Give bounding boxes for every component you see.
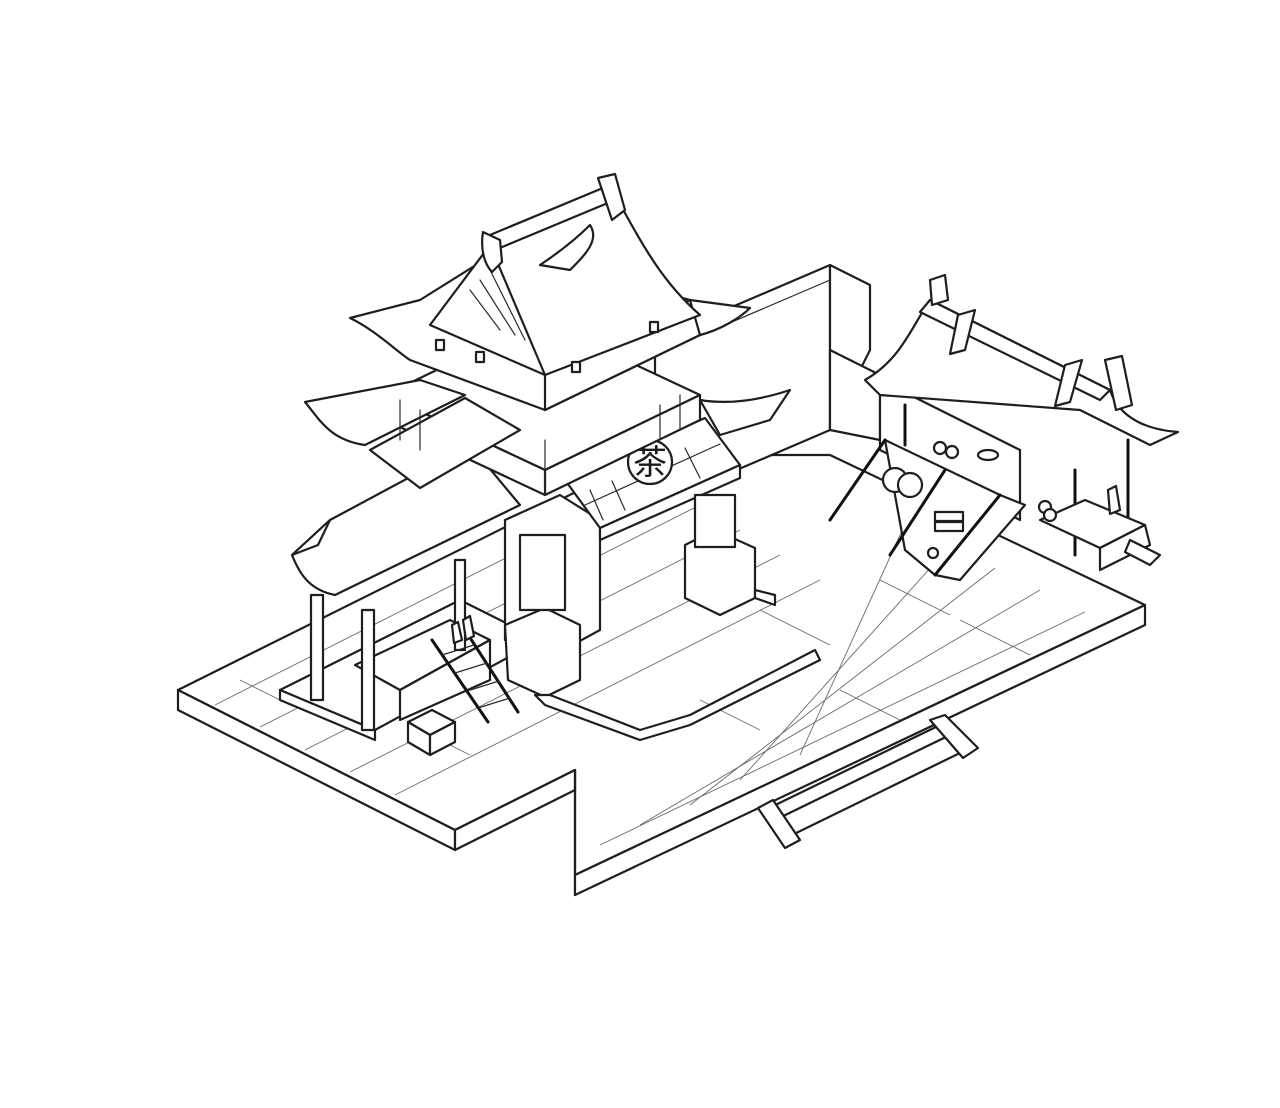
main-tower: 茶 bbox=[303, 172, 822, 742]
front-steps bbox=[756, 713, 980, 850]
right-market-stall bbox=[828, 273, 1180, 582]
wooden-crate bbox=[406, 708, 457, 757]
ladder-with-bottles bbox=[430, 614, 520, 724]
